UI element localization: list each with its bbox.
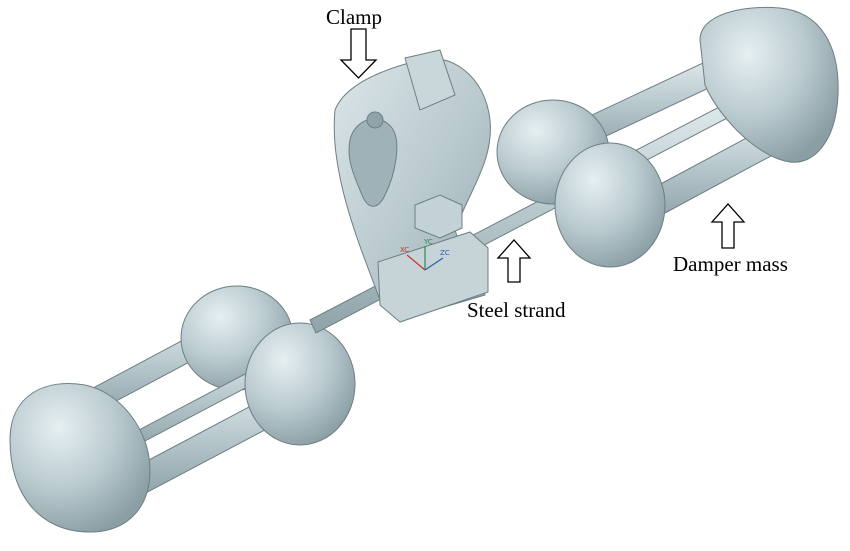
clamp-base-block — [377, 231, 489, 323]
right-end-cap — [699, 7, 839, 163]
left-damper-mass-assembly — [9, 285, 356, 533]
right-front-ball — [554, 142, 666, 268]
triad-xc-label: XC — [400, 246, 409, 254]
clamp-keeper — [404, 49, 456, 111]
steel-strand-callout-arrow — [496, 239, 532, 283]
damper-mass-label: Damper mass — [673, 252, 788, 276]
clamp-bolt-nut — [414, 194, 463, 239]
steel-strand-label: Steel strand — [467, 298, 566, 322]
damper-mass-callout-arrow — [710, 203, 746, 249]
triad-zc-label: ZC — [440, 249, 450, 257]
left-end-cap — [9, 383, 151, 533]
clamp-label: Clamp — [326, 5, 382, 29]
clamp-pin-hole — [366, 111, 384, 129]
coordinate-triad: XC YC ZC — [400, 238, 450, 271]
right-damper-mass-assembly — [496, 7, 839, 268]
clamp-callout-arrow — [339, 28, 378, 79]
clamp-body — [333, 49, 491, 323]
triad-yc-label: YC — [423, 238, 433, 246]
left-front-ball — [244, 322, 356, 446]
